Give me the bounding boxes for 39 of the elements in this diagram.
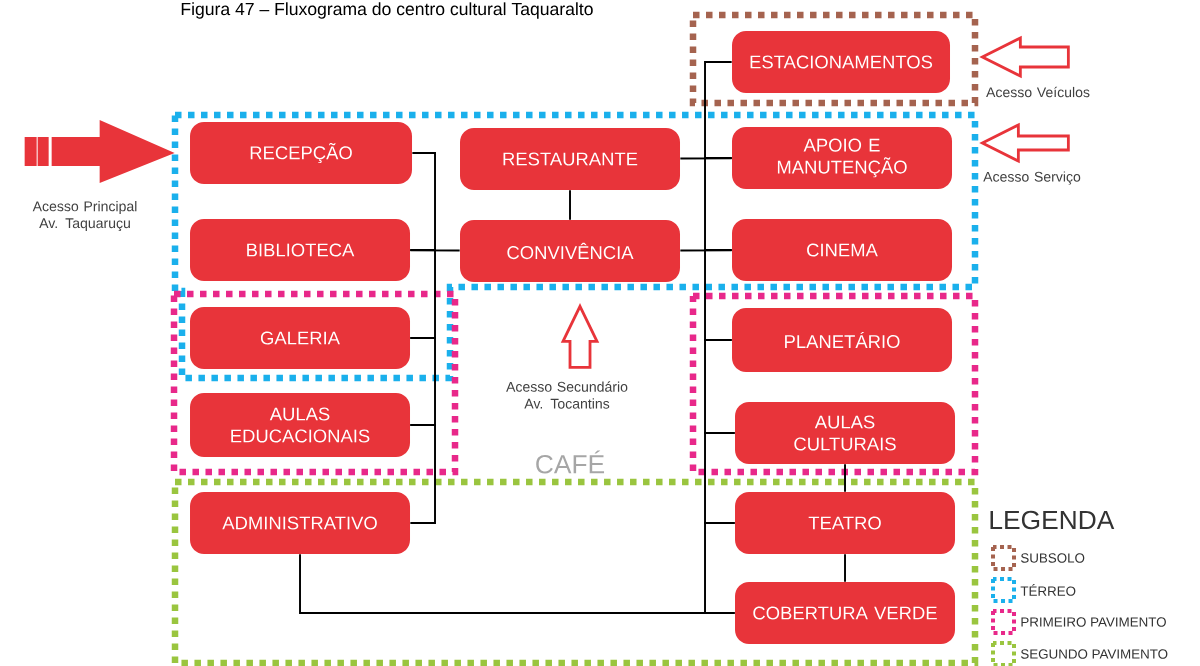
- access-arrow: [24, 120, 175, 183]
- diagram-title: Figura 47 – Fluxograma do centro cultural Taquaralto: [181, 2, 593, 19]
- process-box: PLANETÁRIO: [732, 308, 952, 372]
- connector-line: [409, 337, 436, 426]
- connector-line: [409, 152, 436, 251]
- connector-line: [704, 157, 733, 251]
- legend-label: SUBSOLO: [1020, 553, 1085, 563]
- process-box: AULAS EDUCACIONAIS: [190, 393, 410, 457]
- connector-line: [844, 553, 846, 583]
- edge-label: Acesso Principal Av. Taquaruçu: [32, 200, 137, 231]
- edge-label: Acesso Serviço: [983, 171, 1081, 185]
- connector-line: [409, 424, 436, 524]
- connector-line: [299, 553, 736, 614]
- process-box: RESTAURANTE: [460, 128, 680, 190]
- edge-label: Acesso Secundário Av. Tocantins: [506, 381, 628, 409]
- process-box: COBERTURA VERDE: [735, 582, 955, 644]
- process-box: GALERIA: [190, 307, 410, 369]
- process-box: ADMINISTRATIVO: [190, 492, 410, 554]
- legend-title: LEGENDA: [990, 510, 1115, 530]
- process-box: CONVIVÊNCIA: [460, 220, 680, 282]
- legend-label: SEGUNDO PAVIMENTO: [1020, 649, 1168, 659]
- process-box: ESTACIONAMENTOS: [732, 31, 950, 93]
- process-box: RECEPÇÃO: [190, 122, 412, 184]
- legend-label: PRIMEIRO PAVIMENTO: [1021, 617, 1166, 627]
- connector-line: [844, 463, 846, 493]
- edge-label: Acesso Veículos: [986, 86, 1090, 98]
- connector-line: [704, 61, 733, 159]
- connector-line: [704, 249, 733, 341]
- connector-line: [569, 189, 571, 221]
- process-box: BIBLIOTECA: [190, 219, 410, 281]
- process-box: TEATRO: [735, 492, 955, 554]
- legend-label: TÉRREO: [1020, 584, 1076, 596]
- area-label: CAFÉ: [536, 450, 605, 474]
- process-box: CINEMA: [732, 219, 952, 281]
- connector-line: [409, 249, 436, 339]
- process-box: APOIO E MANUTENÇÃO: [732, 127, 952, 189]
- connector-line: [704, 522, 736, 614]
- connector-line: [704, 432, 736, 524]
- process-box: AULAS CULTURAIS: [735, 402, 955, 464]
